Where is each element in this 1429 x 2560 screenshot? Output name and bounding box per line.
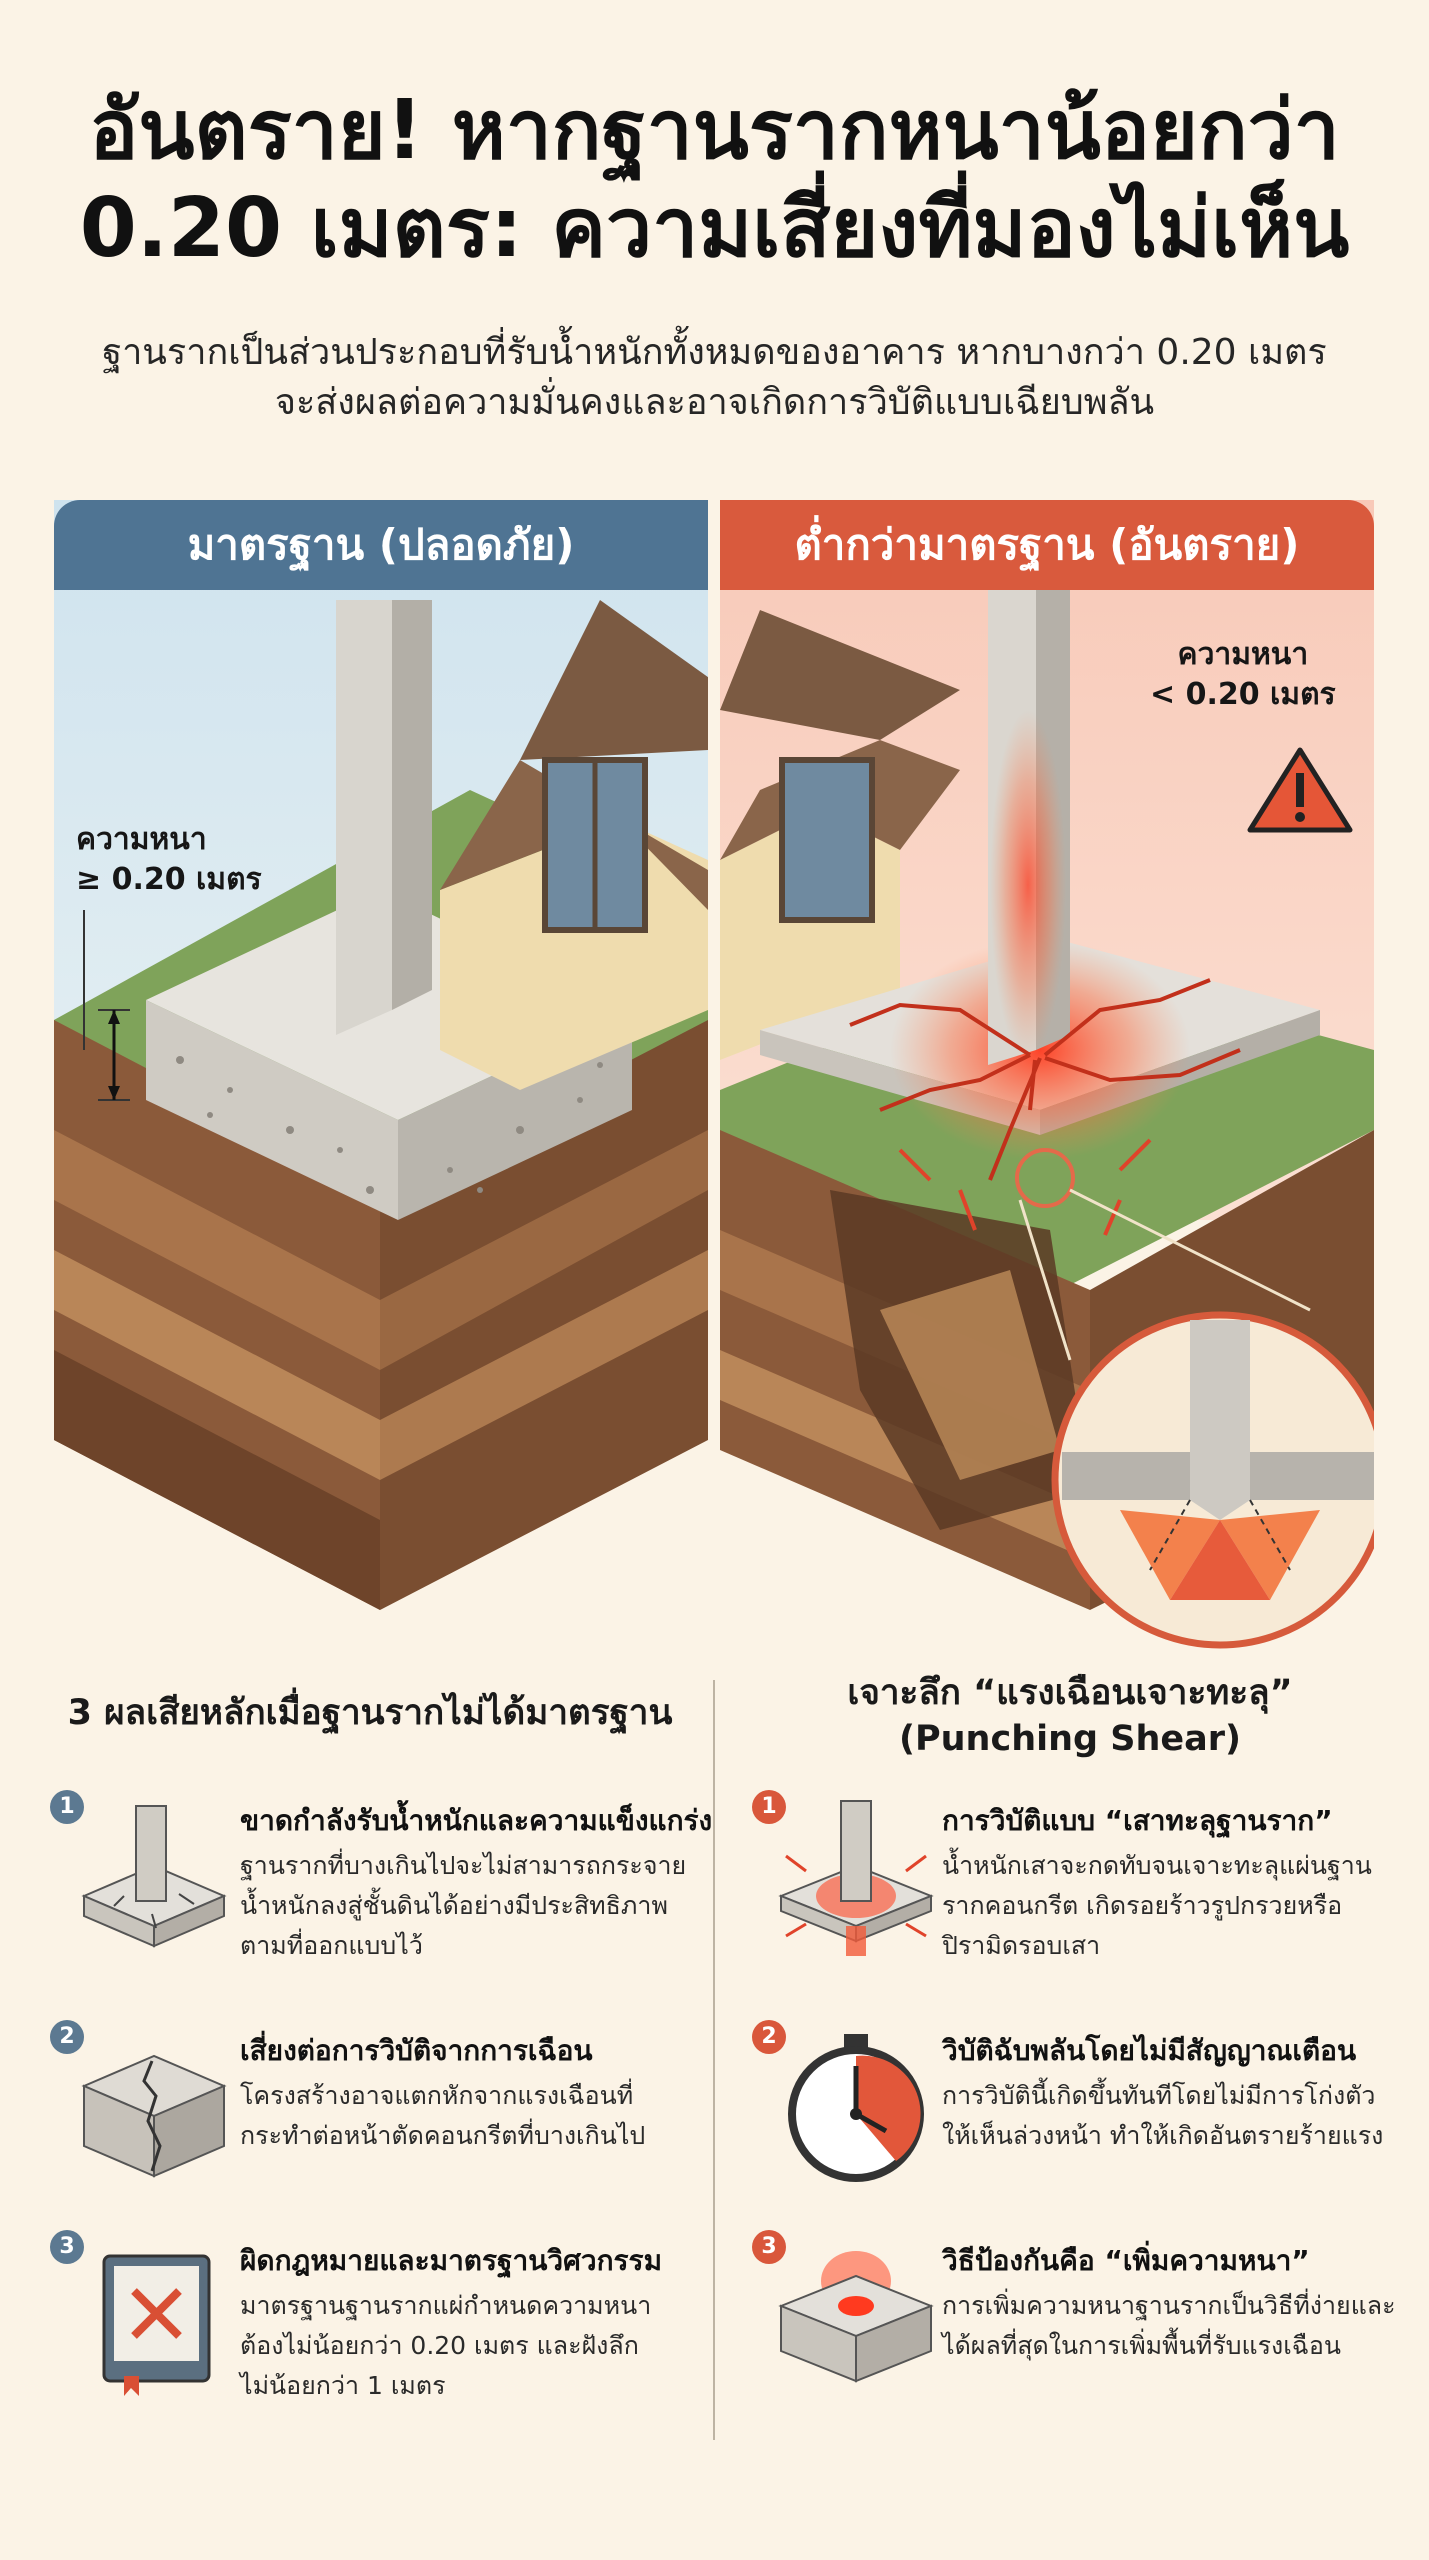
thickness-label-left-line-2: ≥ 0.20 เมตร bbox=[76, 862, 262, 897]
right-item-1: 1 การวิบัติแบบ “เสาทะลุฐานราก” น้ำหนักเส… bbox=[752, 1790, 1412, 1990]
thickness-label-right: ความหนา < 0.20 เมตร bbox=[1150, 635, 1336, 715]
thickness-label-left: ความหนา ≥ 0.20 เมตร bbox=[76, 820, 262, 900]
stopwatch-icon bbox=[788, 2034, 924, 2182]
cracked-footing-icon bbox=[81, 1805, 227, 1948]
punching-column-icon bbox=[778, 1800, 934, 1956]
item-number-badge: 2 bbox=[752, 2020, 786, 2054]
column-divider bbox=[713, 1680, 715, 2440]
left-item-3: 3 ผิดกฎหมายและมาตรฐานวิศวกรรม มาตรฐานฐาน… bbox=[50, 2230, 700, 2430]
item-number-badge: 3 bbox=[752, 2230, 786, 2264]
item-title: วิบัติฉับพลันโดยไม่มีสัญญาณเตือน bbox=[942, 2034, 1357, 2067]
right-column-title: เจาะลึก “แรงเฉือนเจาะทะลุ” (Punching She… bbox=[730, 1670, 1410, 1762]
left-column-title: 3 ผลเสียหลักเมื่อฐานรากไม่ได้มาตรฐาน bbox=[67, 1693, 673, 1733]
title-line-2: 0.20 เมตร: ความเสี่ยงที่มองไม่เห็น bbox=[79, 181, 1350, 276]
thickness-label-left-line-1: ความหนา bbox=[76, 822, 207, 857]
item-description: น้ำหนักเสาจะกดทับจนเจาะทะลุแผ่นฐาน รากคอ… bbox=[942, 1846, 1429, 1966]
item-number-badge: 3 bbox=[50, 2230, 84, 2264]
item-description: การเพิ่มความหนาฐานรากเป็นวิธีที่ง่ายและ … bbox=[942, 2286, 1429, 2366]
page-title: อันตราย! หากฐานรากหนาน้อยกว่า 0.20 เมตร:… bbox=[0, 82, 1429, 278]
right-column-title-line-1: เจาะลึก “แรงเฉือนเจาะทะลุ” bbox=[847, 1673, 1293, 1713]
comparison-scene: มาตรฐาน (ปลอดภัย) ต่ำกว่ามาตรฐาน (อันตรา… bbox=[0, 490, 1429, 1660]
right-item-2: 2 วิบัติฉับพลันโดยไม่มีสัญญาณเตือน การวิ… bbox=[752, 2020, 1412, 2220]
item-description-line: มาตรฐานฐานรากแผ่กำหนดความหนา bbox=[240, 2291, 652, 2320]
item-description-line: โครงสร้างอาจแตกหักจากแรงเฉือนที่ bbox=[240, 2081, 634, 2110]
subtitle-line-2: จะส่งผลต่อความมั่นคงและอาจเกิดการวิบัติแ… bbox=[274, 382, 1155, 423]
item-description-line: รากคอนกรีต เกิดรอยร้าวรูปกรวยหรือ bbox=[942, 1891, 1343, 1920]
left-item-2: 2 เสี่ยงต่อการวิบัติจากการเฉือน โครงสร้า… bbox=[50, 2020, 700, 2220]
item-title: วิธีป้องกันคือ “เพิ่มความหนา” bbox=[942, 2244, 1310, 2277]
item-description: การวิบัตินี้เกิดขึ้นทันทีโดยไม่มีการโก่ง… bbox=[942, 2076, 1429, 2156]
concrete-specks bbox=[176, 1056, 603, 1194]
punching-shear-detail bbox=[1051, 1311, 1374, 1649]
item-description: มาตรฐานฐานรากแผ่กำหนดความหนา ต้องไม่น้อย… bbox=[240, 2286, 740, 2406]
thick-slab-icon bbox=[778, 2251, 934, 2383]
page-subtitle: ฐานรากเป็นส่วนประกอบที่รับน้ำหนักทั้งหมด… bbox=[0, 328, 1429, 428]
item-description-line: น้ำหนักลงสู่ชั้นดินได้อย่างมีประสิทธิภาพ bbox=[240, 1891, 668, 1920]
footing-cracks bbox=[849, 978, 1241, 1181]
right-column-title-line-2: (Punching Shear) bbox=[898, 1719, 1242, 1759]
item-title: ผิดกฎหมายและมาตรฐานวิศวกรรม bbox=[240, 2244, 663, 2277]
left-item-1: 1 ขาดกำลังรับน้ำหนักและความแข็งแกร่ง ฐาน… bbox=[50, 1790, 712, 1990]
item-description-line: ฐานรากที่บางเกินไปจะไม่สามารถกระจาย bbox=[240, 1851, 687, 1880]
item-description-line: การวิบัตินี้เกิดขึ้นทันทีโดยไม่มีการโก่ง… bbox=[942, 2081, 1376, 2110]
item-number-badge: 1 bbox=[752, 1790, 786, 1824]
thickness-label-right-line-2: < 0.20 เมตร bbox=[1150, 677, 1336, 712]
warning-triangle-icon bbox=[1247, 747, 1353, 833]
substandard-danger-header: ต่ำกว่ามาตรฐาน (อันตราย) bbox=[720, 500, 1374, 590]
item-title: ขาดกำลังรับน้ำหนักและความแข็งแกร่ง bbox=[240, 1804, 713, 1837]
right-panel-scene bbox=[720, 500, 1374, 1649]
item-description-line: น้ำหนักเสาจะกดทับจนเจาะทะลุแผ่นฐาน bbox=[942, 1851, 1372, 1880]
bottom-section: 3 ผลเสียหลักเมื่อฐานรากไม่ได้มาตรฐาน เจา… bbox=[0, 1660, 1429, 2560]
item-title: เสี่ยงต่อการวิบัติจากการเฉือน bbox=[240, 2034, 593, 2067]
right-item-3: 3 วิธีป้องกันคือ “เพิ่มความหนา” การเพิ่ม… bbox=[752, 2230, 1412, 2430]
item-number-badge: 1 bbox=[50, 1790, 84, 1824]
standard-safe-header: มาตรฐาน (ปลอดภัย) bbox=[54, 500, 708, 590]
zoom-marker bbox=[1015, 1148, 1075, 1208]
rule-book-icon bbox=[102, 2254, 211, 2396]
subtitle-line-1: ฐานรากเป็นส่วนประกอบที่รับน้ำหนักทั้งหมด… bbox=[102, 332, 1327, 373]
item-description-line: ปิรามิดรอบเสา bbox=[942, 1931, 1101, 1960]
item-description-line: ตามที่ออกแบบไว้ bbox=[240, 1931, 423, 1960]
item-description: โครงสร้างอาจแตกหักจากแรงเฉือนที่ กระทำต่… bbox=[240, 2076, 740, 2156]
thickness-label-right-line-1: ความหนา bbox=[1177, 637, 1309, 672]
item-number-badge: 2 bbox=[50, 2020, 84, 2054]
item-description-line: ได้ผลที่สุดในการเพิ่มพื้นที่รับแรงเฉือน bbox=[942, 2331, 1341, 2360]
foundation-illustration bbox=[54, 500, 1374, 1649]
cracked-block-icon bbox=[81, 2054, 227, 2178]
item-description-line: ต้องไม่น้อยกว่า 0.20 เมตร และฝังลึก bbox=[240, 2331, 639, 2360]
item-description: ฐานรากที่บางเกินไปจะไม่สามารถกระจาย น้ำห… bbox=[240, 1846, 740, 1966]
item-description-line: กระทำต่อหน้าตัดคอนกรีตที่บางเกินไป bbox=[240, 2121, 646, 2150]
item-description-line: ไม่น้อยกว่า 1 เมตร bbox=[240, 2371, 446, 2400]
item-description-line: ให้เห็นล่วงหน้า ทำให้เกิดอันตรายร้ายแรง bbox=[942, 2121, 1384, 2150]
title-line-1: อันตราย! หากฐานรากหนาน้อยกว่า bbox=[89, 83, 1340, 178]
left-panel-scene bbox=[54, 500, 708, 1610]
item-description-line: การเพิ่มความหนาฐานรากเป็นวิธีที่ง่ายและ bbox=[942, 2291, 1396, 2320]
shear-force-ticks bbox=[898, 1138, 1152, 1236]
item-title: การวิบัติแบบ “เสาทะลุฐานราก” bbox=[942, 1804, 1333, 1837]
